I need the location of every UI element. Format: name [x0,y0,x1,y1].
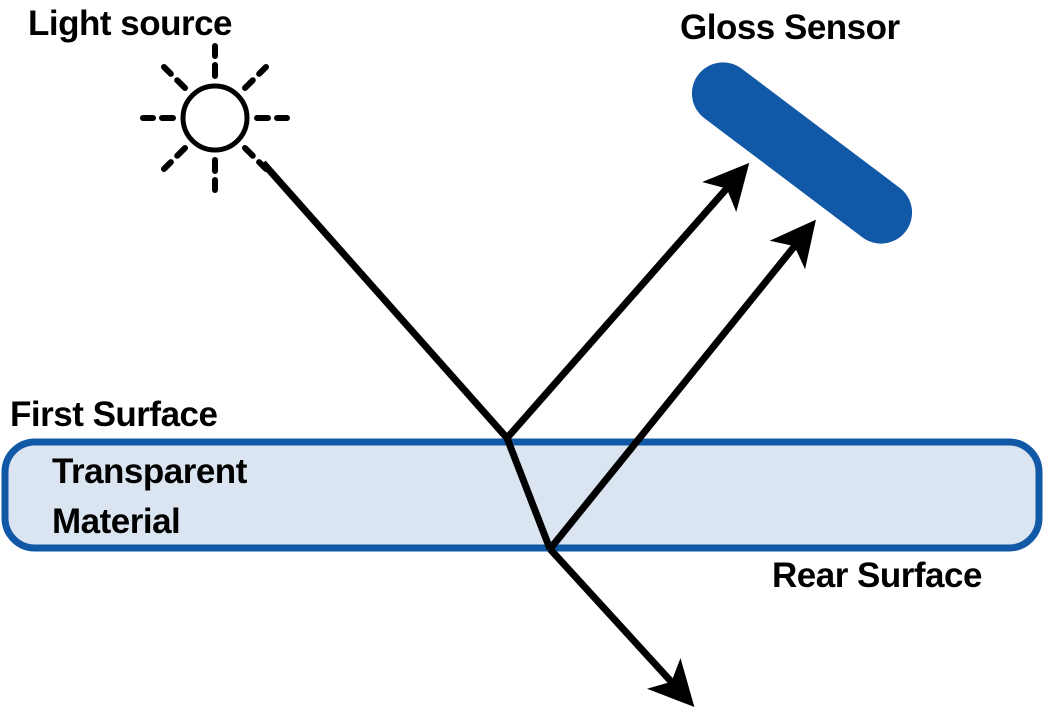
sun-icon [140,43,290,193]
transparent-material-label-line2: Material [52,502,181,541]
first-surface-label: First Surface [10,395,218,434]
rear-surface-label: Rear Surface [772,556,982,595]
transmitted-ray [547,546,695,707]
gloss-sensor-label: Gloss Sensor [680,8,900,47]
first-surface-reflected-ray [504,162,750,441]
transparent-material-label-line1: Transparent [52,452,247,491]
light-ray-arrows [260,160,816,707]
rear-surface-reflected-ray [547,219,816,552]
transparent-material-slab [1,438,1043,552]
incident-ray [260,160,510,441]
refracted-ray-inside-material [503,436,554,551]
gloss-sensor-bar [691,62,913,244]
sun-core [180,83,250,153]
light-source-label: Light source [28,4,233,43]
